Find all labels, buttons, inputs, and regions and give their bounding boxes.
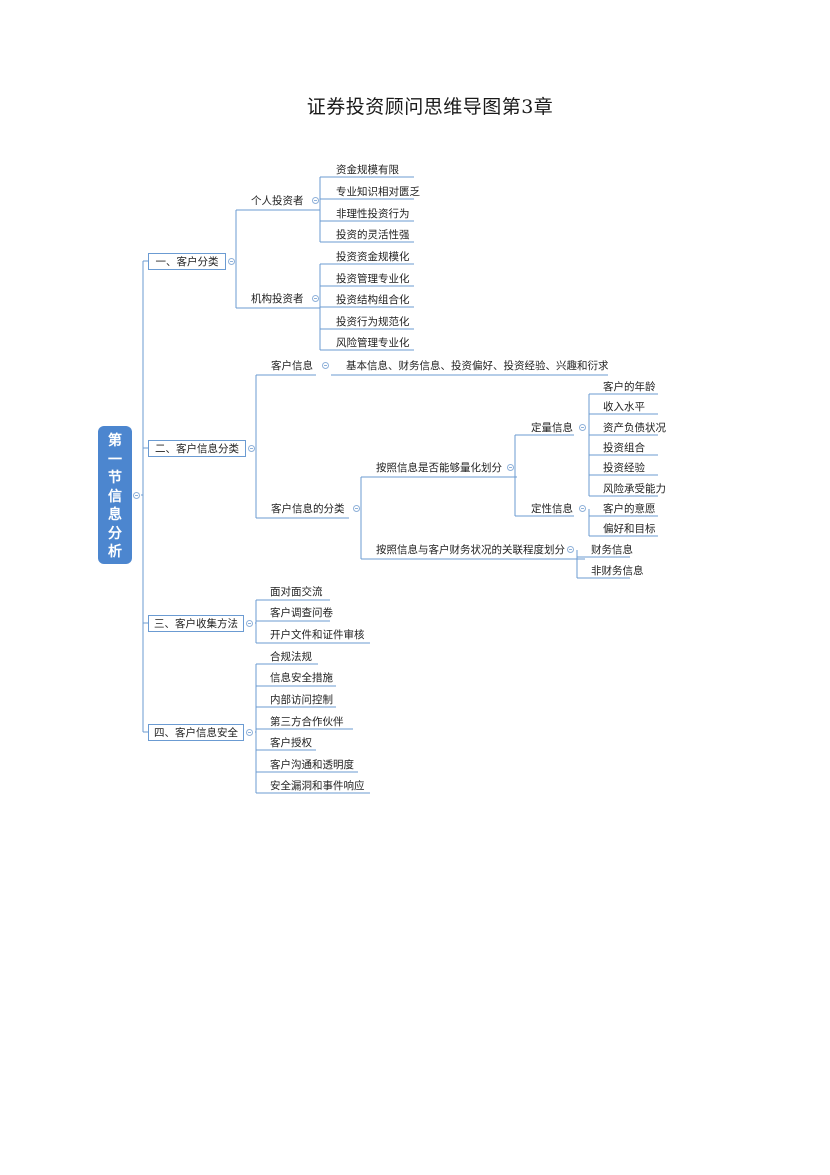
collapse-icon[interactable] [246,729,253,736]
leaf-item: 非财务信息 [591,565,644,577]
node-info-types[interactable]: 客户信息的分类 [271,503,345,515]
leaf-item: 专业知识相对匮乏 [336,186,420,198]
leaf-item: 安全漏洞和事件响应 [270,780,365,792]
collapse-icon[interactable] [322,362,329,369]
leaf-item: 客户的意愿 [603,503,656,515]
node-quantitative[interactable]: 定量信息 [531,422,573,434]
root-char: 析 [108,544,122,560]
leaf-item: 投资资金规模化 [336,251,410,263]
collapse-icon[interactable] [246,620,253,627]
root-char: 一 [108,451,122,468]
root-char: 第 [108,433,122,449]
leaf-item: 投资组合 [603,442,645,454]
root-char: 息 [108,507,122,523]
leaf-item: 资产负债状况 [603,422,666,434]
leaf-item: 投资经验 [603,462,645,474]
node-qualitative[interactable]: 定性信息 [531,503,573,515]
root-char: 节 [108,470,122,486]
page-title: 证券投资顾问思维导图第3章 [306,96,554,118]
branch-info-classification[interactable]: 二、客户信息分类 [148,440,246,457]
collapse-icon[interactable] [579,505,586,512]
node-individual-investor[interactable]: 个人投资者 [251,195,304,207]
root-char: 分 [108,525,122,542]
node-customer-info[interactable]: 客户信息 [271,360,313,372]
leaf-item: 合规法规 [270,651,312,663]
branch-collection-methods[interactable]: 三、客户收集方法 [148,615,244,632]
leaf-item: 信息安全措施 [270,672,333,684]
collapse-icon[interactable] [312,197,319,204]
leaf-item: 客户的年龄 [603,381,656,393]
leaf-item: 偏好和目标 [603,523,656,535]
leaf-item: 风险管理专业化 [336,337,410,349]
leaf-item: 客户授权 [270,737,312,749]
leaf-item: 内部访问控制 [270,694,333,706]
root-char: 信 [108,488,122,505]
node-by-quantifiability[interactable]: 按照信息是否能够量化划分 [376,462,502,474]
leaf-item: 投资行为规范化 [336,316,410,328]
leaf-item: 投资结构组合化 [336,294,410,306]
leaf-item: 收入水平 [603,401,645,413]
leaf-item: 开户文件和证件审核 [270,629,365,641]
node-by-financial-relevance[interactable]: 按照信息与客户财务状况的关联程度划分 [376,544,565,556]
leaf-item: 资金规模有限 [336,164,399,176]
branch-info-security[interactable]: 四、客户信息安全 [148,724,244,741]
leaf-item: 基本信息、财务信息、投资偏好、投资经验、兴趣和衍求 [346,360,609,372]
collapse-icon[interactable] [353,505,360,512]
leaf-item: 非理性投资行为 [336,208,410,220]
collapse-icon[interactable] [312,295,319,302]
leaf-item: 投资的灵活性强 [336,229,410,241]
node-institutional-investor[interactable]: 机构投资者 [251,293,304,305]
leaf-item: 投资管理专业化 [336,273,410,285]
leaf-item: 面对面交流 [270,586,323,598]
root-node[interactable]: 第 一 节 信 息 分 析 [98,426,132,564]
collapse-icon[interactable] [133,492,140,499]
leaf-item: 风险承受能力 [603,483,666,495]
collapse-icon[interactable] [507,464,514,471]
branch-customer-classification[interactable]: 一、客户分类 [148,253,226,270]
collapse-icon[interactable] [579,424,586,431]
collapse-icon[interactable] [248,445,255,452]
leaf-item: 财务信息 [591,544,633,556]
collapse-icon[interactable] [567,546,574,553]
collapse-icon[interactable] [228,258,235,265]
leaf-item: 客户调查问卷 [270,607,333,619]
leaf-item: 客户沟通和透明度 [270,759,354,771]
leaf-item: 第三方合作伙伴 [270,716,344,728]
